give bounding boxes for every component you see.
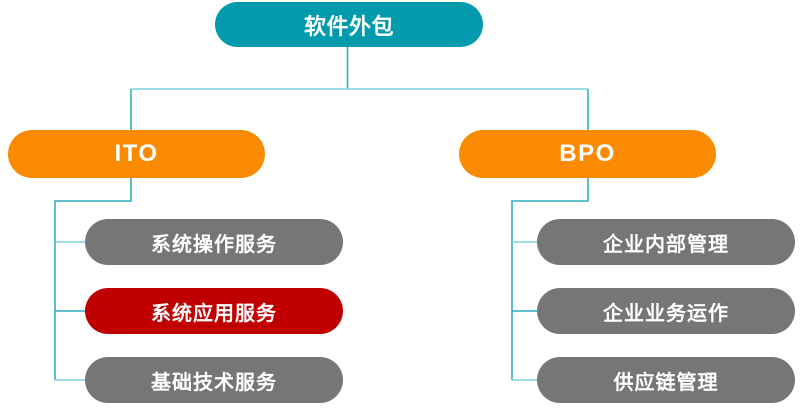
node-bpo-child-1[interactable]: 企业内部管理 — [537, 219, 795, 265]
node-branch-ito[interactable]: ITO — [8, 130, 265, 178]
node-root[interactable]: 软件外包 — [215, 2, 483, 47]
node-bpo-child-3[interactable]: 供应链管理 — [537, 357, 795, 403]
connector-bpo-trunk — [511, 178, 589, 380]
node-ito-child-1[interactable]: 系统操作服务 — [85, 219, 343, 265]
node-ito-child-3[interactable]: 基础技术服务 — [85, 357, 343, 403]
node-branch-bpo[interactable]: BPO — [459, 130, 716, 178]
node-ito-child-2[interactable]: 系统应用服务 — [85, 288, 343, 334]
connector-ito-trunk — [54, 178, 132, 380]
node-bpo-child-2[interactable]: 企业业务运作 — [537, 288, 795, 334]
